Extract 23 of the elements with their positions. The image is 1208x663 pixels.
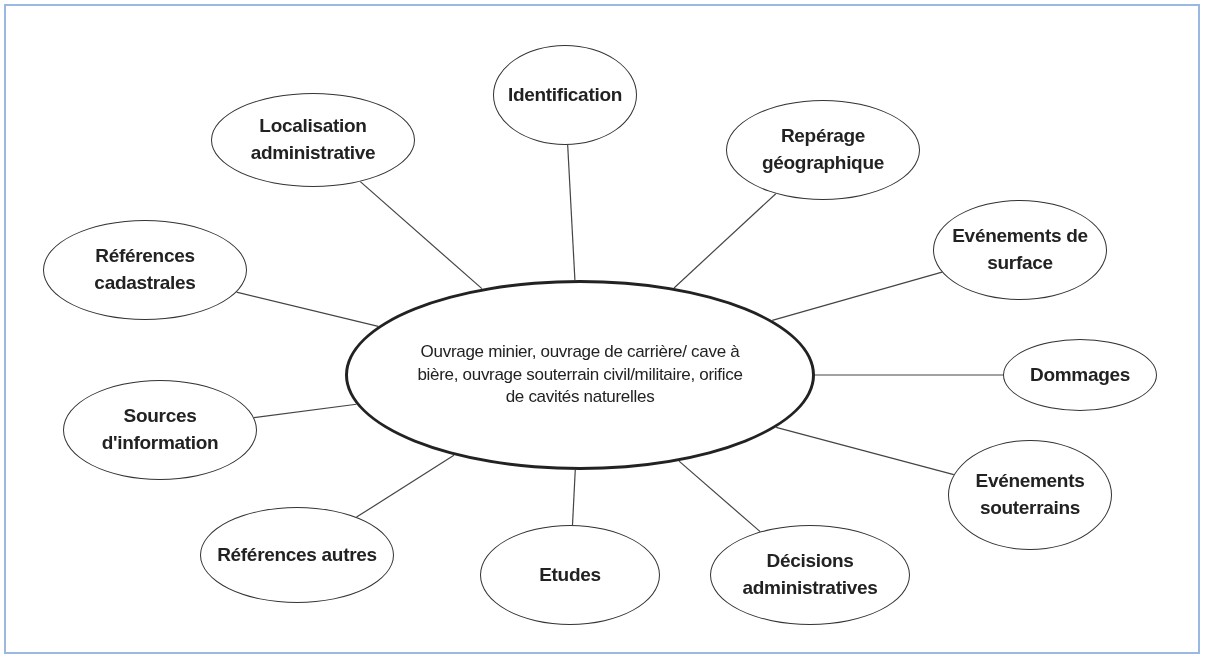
node-label: Dommages xyxy=(1030,362,1130,387)
node-label: Sources d'information xyxy=(100,404,220,455)
node-label: Identification xyxy=(508,82,622,107)
connector-line xyxy=(571,469,576,526)
node-label: Ouvrage minier, ouvrage de carrière/ cave à bière, ouvrage souterrain civil/militaire, orifice de cavités naturelles xyxy=(416,340,744,409)
connector-line xyxy=(678,460,761,533)
node-label: Décisions administratives xyxy=(741,549,879,600)
connector-line xyxy=(567,144,576,281)
node-label: Références autres xyxy=(217,542,377,567)
node-label: Repérage géographique xyxy=(761,124,885,175)
node-label: Evénements de surface xyxy=(951,224,1089,275)
connector-line xyxy=(673,193,777,289)
connector-line xyxy=(771,271,943,321)
node-label: Etudes xyxy=(539,562,601,587)
connector-line xyxy=(235,291,379,327)
connector-line xyxy=(775,426,955,476)
connector-line xyxy=(814,374,1004,376)
node-label: Références cadastrales xyxy=(93,244,197,295)
connector-line xyxy=(253,403,358,419)
connector-line xyxy=(355,454,455,518)
node-label: Localisation administrative xyxy=(249,114,377,165)
connector-line xyxy=(359,181,483,290)
node-label: Evénements souterrains xyxy=(974,469,1086,520)
